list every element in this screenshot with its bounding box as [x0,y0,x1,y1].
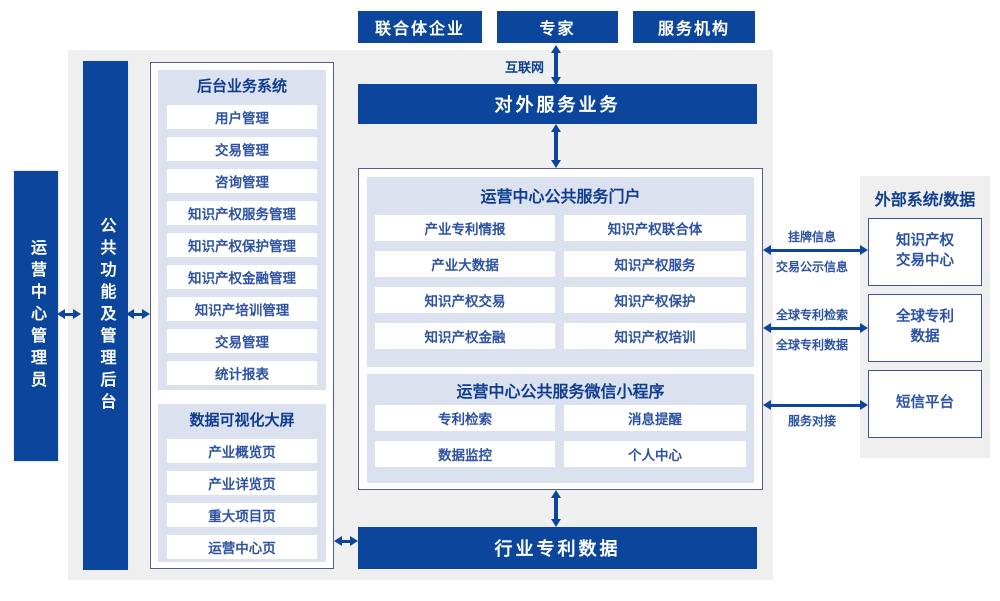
arrow-internet-link-icon [551,45,561,85]
link-label-global-patent-data: 全球专利数据 [775,338,848,352]
backend-item: 交易管理 [166,328,318,354]
portal-item: 知识产权服务 [563,250,747,278]
backend-item: 知识产培训管理 [166,296,318,322]
arrow-service-to-portal-icon [551,124,561,168]
external-system-sms-platform: 短信平台 [868,370,982,438]
backend-item: 知识产权服务管理 [166,200,318,226]
miniprogram-item: 专利检索 [374,404,556,432]
miniprogram-title: 运营中心公共服务微信小程序 [456,384,665,401]
portal-title: 运营中心公共服务门户 [480,189,641,206]
external-system-line: 交易中心 [896,253,954,269]
backend-item: 交易管理 [166,136,318,162]
arrow-portal-to-trade-center-icon [763,245,868,255]
arrow-backend-to-system-icon [126,309,150,319]
backend-item: 知识产权保护管理 [166,232,318,258]
backend-system-panel: 后台业务系统 用户管理 交易管理 咨询管理 知识产权服务管理 知识产权保护管理 … [158,70,326,390]
link-label-listing-info: 挂牌信息 [787,230,836,244]
backend-system-title: 后台业务系统 [196,78,287,95]
backend-item: 统计报表 [166,360,318,386]
arrow-portal-to-sms-icon [763,400,868,410]
miniprogram-item: 数据监控 [374,440,556,468]
dashboard-panel: 数据可视化大屏 产业概览页 产业详览页 重大项目页 运营中心页 [158,404,326,562]
actor-service-organization: 服务机构 [633,11,755,43]
portal-item: 产业专利情报 [374,214,556,242]
portal-outer-box: 运营中心公共服务门户 产业专利情报 知识产权联合体 产业大数据 知识产权服务 知… [358,168,763,490]
external-system-ip-trade-center: 知识产权 交易中心 [868,218,982,286]
portal-item: 知识产权培训 [563,322,747,350]
public-function-backend-bar: 公共功能及管理后台 [82,60,129,571]
backend-item: 知识产权金融管理 [166,264,318,290]
portal-item: 知识产权金融 [374,322,556,350]
external-system-line: 全球专利 [896,309,954,326]
arrow-portal-to-global-patent-icon [763,323,868,333]
portal-items-grid: 产业专利情报 知识产权联合体 产业大数据 知识产权服务 知识产权交易 知识产权保… [374,214,747,350]
external-system-line: 数据 [910,329,940,345]
arrow-portal-to-patentdata-icon [551,490,561,527]
miniprogram-section: 运营中心公共服务微信小程序 专利检索 消息提醒 数据监控 个人中心 [367,374,754,483]
arrow-admin-to-backend-icon [57,309,81,319]
backend-outer-box: 后台业务系统 用户管理 交易管理 咨询管理 知识产权服务管理 知识产权保护管理 … [150,62,334,569]
portal-item: 产业大数据 [374,250,556,278]
portal-item: 知识产权交易 [374,286,556,314]
external-system-line: 短信平台 [896,395,954,412]
actor-expert: 专家 [497,11,618,43]
dashboard-item: 重大项目页 [166,502,318,528]
dashboard-item: 运营中心页 [166,534,318,560]
miniprogram-item: 消息提醒 [563,404,747,432]
dashboard-item: 产业概览页 [166,438,318,464]
portal-section: 运营中心公共服务门户 产业专利情报 知识产权联合体 产业大数据 知识产权服务 知… [367,177,754,367]
arrow-dashboard-to-patentdata-icon [334,536,358,546]
external-system-global-patent-data: 全球专利 数据 [868,294,982,362]
miniprogram-item: 个人中心 [563,440,747,468]
link-label-service-integration: 服务对接 [787,414,836,428]
dashboard-item: 产业详览页 [166,470,318,496]
backend-item: 用户管理 [166,104,318,130]
operation-center-admin-bar: 运营中心管理员 [13,170,59,462]
internet-label: 互联网 [504,60,544,75]
link-label-trade-publicity: 交易公示信息 [775,260,848,274]
actor-consortium-enterprise: 联合体企业 [358,11,482,43]
external-systems-title: 外部系统/数据 [874,192,976,209]
portal-item: 知识产权联合体 [563,214,747,242]
external-system-line: 知识产权 [896,233,954,250]
miniprogram-items-grid: 专利检索 消息提醒 数据监控 个人中心 [374,404,747,468]
dashboard-title: 数据可视化大屏 [189,412,295,429]
external-service-bar: 对外服务业务 [358,84,757,124]
portal-item: 知识产权保护 [563,286,747,314]
backend-item: 咨询管理 [166,168,318,194]
link-label-global-patent-search: 全球专利检索 [775,308,848,322]
industry-patent-data-bar: 行业专利数据 [358,527,757,569]
